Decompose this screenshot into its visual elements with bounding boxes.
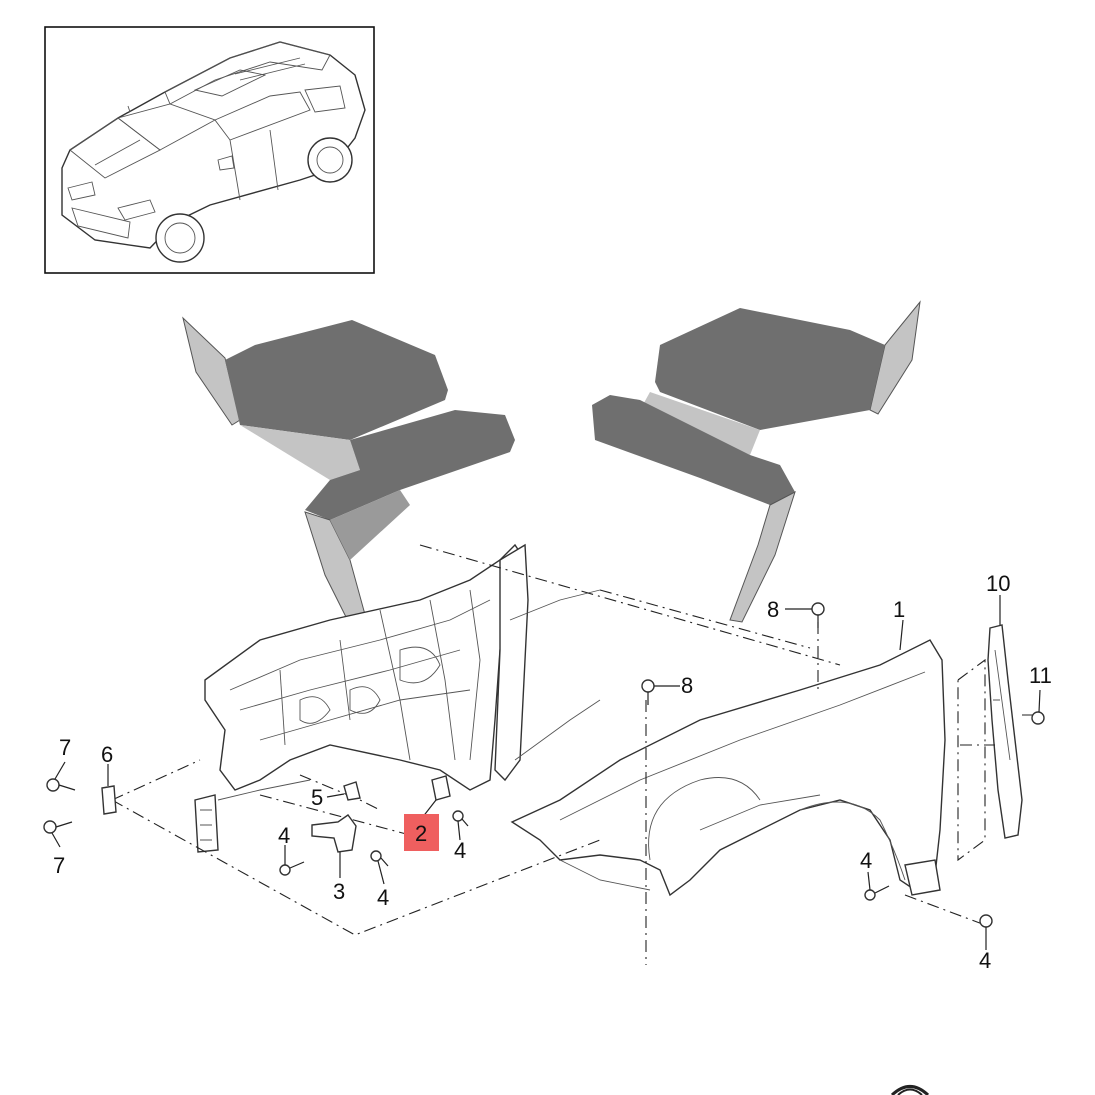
bolt-8-b (641, 679, 655, 705)
callout-4-d: 4 (860, 848, 872, 873)
callout-7-a: 7 (59, 735, 71, 760)
highlight-box-part-2 (404, 814, 439, 851)
bolt-4-e (979, 914, 993, 945)
bolt-7-lower (43, 820, 73, 834)
callout-6: 6 (101, 742, 113, 767)
clip-part-6 (101, 785, 117, 815)
callout-4-b: 4 (377, 885, 389, 910)
bolt-4-b (370, 850, 389, 867)
callout-4-a: 4 (278, 823, 290, 848)
seal-strip (987, 624, 1023, 839)
clip-part-5 (343, 781, 361, 801)
bracket-part-2 (431, 775, 451, 801)
callout-8-b: 8 (681, 673, 693, 698)
partial-logo-icon (890, 1085, 930, 1095)
clip-part-11 (1031, 711, 1045, 725)
callout-8-a: 8 (767, 597, 779, 622)
callout-4-c: 4 (454, 838, 466, 863)
bracket-photo-right (592, 300, 921, 623)
bolt-4-a (279, 861, 305, 876)
callout-1: 1 (893, 597, 905, 622)
vehicle-inset (44, 26, 375, 274)
callout-5: 5 (311, 785, 323, 810)
bracket-photo-left (182, 316, 515, 646)
hardware (43, 602, 1045, 945)
suv-illustration (61, 41, 366, 263)
callout-10: 10 (986, 571, 1010, 596)
fender (510, 639, 946, 897)
callout-3: 3 (333, 879, 345, 904)
callout-4-e: 4 (979, 948, 991, 973)
callout-7-b: 7 (53, 853, 65, 878)
bolt-8-a (811, 602, 825, 628)
body-structure (194, 543, 601, 853)
bolt-4-c (452, 810, 469, 827)
bracket-part-3 (311, 814, 357, 853)
bolt-7-upper (46, 778, 76, 792)
callout-11: 11 (1029, 663, 1052, 688)
callout-2: 2 (415, 821, 427, 846)
callout-labels: 1 2 3 4 4 4 4 4 5 6 7 7 8 8 10 11 (53, 571, 1052, 973)
bolt-4-d (864, 885, 890, 901)
